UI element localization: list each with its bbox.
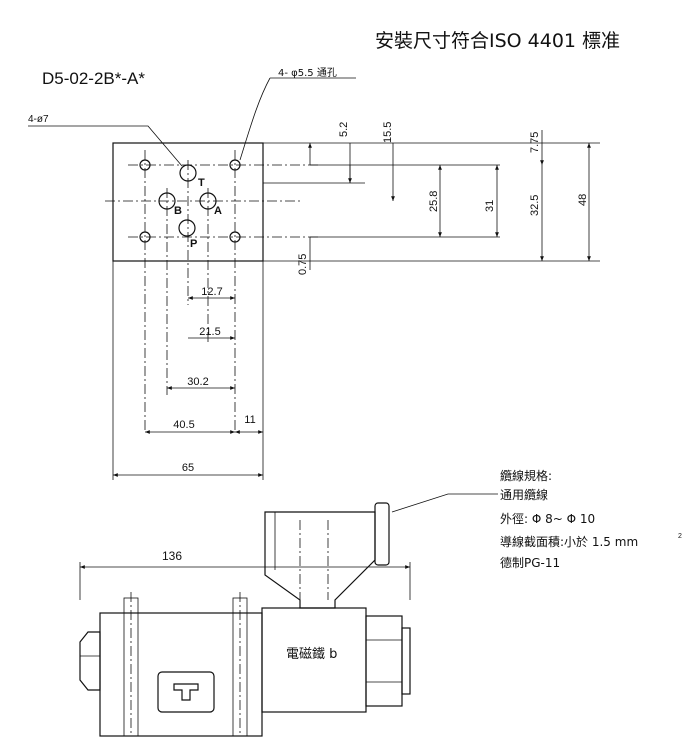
coil-end-cap [365, 615, 403, 707]
port-a-label: A [214, 205, 222, 217]
dim-11: 11 [244, 414, 255, 426]
dim-40-5: 40.5 [173, 419, 194, 431]
name-plate [157, 671, 215, 713]
leader-through-holes [239, 77, 356, 161]
cable-spec-heading: 纜線規格: [500, 468, 552, 483]
dim-0-75: 0.75 [297, 254, 309, 275]
dim-7-75: 7.75 [529, 132, 541, 153]
mounting-plate-outline [112, 142, 264, 262]
callout-through-holes: 4- φ5.5 通孔 [278, 67, 337, 79]
port-holes [158, 164, 217, 237]
cable-gland [374, 502, 390, 566]
cable-spec-gland: 德制PG-11 [500, 555, 560, 570]
dim-136: 136 [162, 549, 182, 563]
port-b-label: B [174, 205, 182, 217]
port-p-label: P [190, 238, 197, 250]
coil-label: 電磁鐵 b [286, 646, 337, 662]
din-connector [264, 511, 376, 609]
centerlines [105, 150, 320, 432]
dim-32-5: 32.5 [529, 195, 541, 216]
model-code: D5-02-2B*-A* [42, 69, 145, 88]
dim-48: 48 [577, 194, 589, 206]
vertical-dimensions [263, 130, 600, 270]
dim-21-5: 21.5 [199, 326, 220, 338]
cable-spec-outer-dia: 外徑: Φ 8~ Φ 10 [500, 512, 595, 526]
cable-spec-block: 纜線規格: 通用纜線 外徑: Φ 8~ Φ 10 導線截面積:小於 1.5 mm… [500, 468, 682, 570]
port-t-label: T [198, 177, 205, 189]
cable-spec-cross-section: 導線截面積:小於 1.5 mm [500, 534, 638, 549]
side-view [79, 493, 498, 737]
dim-25-8: 25.8 [428, 191, 440, 212]
dim-65: 65 [182, 462, 194, 474]
horizontal-dimensions [112, 261, 264, 480]
standard-title: 安裝尺寸符合ISO 4401 標准 [375, 30, 620, 52]
dim-15-5: 15.5 [382, 122, 394, 143]
dim-5-2: 5.2 [338, 122, 350, 137]
cable-spec-type: 通用纜線 [500, 487, 548, 502]
dim-31: 31 [484, 200, 496, 212]
manual-override-nut [79, 631, 101, 691]
cable-spec-cross-section-sup: 2 [678, 533, 682, 540]
coil-end-nut [401, 627, 411, 695]
leader-cable-spec [391, 493, 498, 513]
leader-pin-holes [28, 125, 183, 167]
port-p-hole [178, 219, 196, 237]
callout-pin-holes: 4-ø7 [28, 114, 49, 125]
dim-12-7: 12.7 [201, 286, 222, 298]
dim-30-2: 30.2 [187, 376, 208, 388]
t-symbol [173, 683, 199, 701]
